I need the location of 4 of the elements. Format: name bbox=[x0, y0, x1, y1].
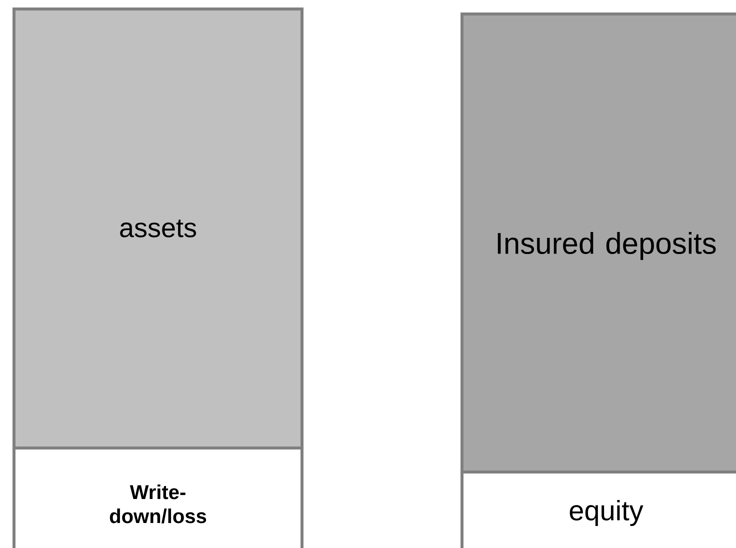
asset-box: assets bbox=[12, 8, 304, 450]
deposit-box: Insured deposits bbox=[460, 12, 736, 480]
loss-box: Write-down/loss bbox=[12, 446, 304, 548]
equity-box: equity bbox=[460, 470, 736, 548]
